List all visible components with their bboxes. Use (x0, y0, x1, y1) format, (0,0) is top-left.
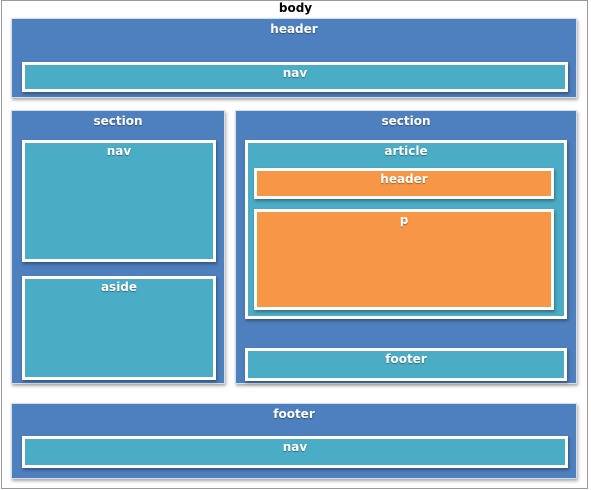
article-header-label: header (380, 172, 428, 186)
section-footer-label: footer (385, 352, 427, 366)
page-footer-label: footer (273, 407, 315, 421)
section-footer-box: footer (245, 348, 567, 381)
page-header-label: header (270, 22, 318, 36)
aside-box: aside (22, 276, 216, 380)
body-label: body (278, 1, 313, 15)
right-section-label: section (381, 114, 431, 128)
left-section-label: section (93, 114, 143, 128)
left-nav-label: nav (106, 144, 132, 158)
left-nav-box: nav (22, 140, 216, 262)
header-nav-box: nav (22, 62, 568, 92)
paragraph-box: p (254, 209, 554, 310)
header-nav-label: nav (282, 66, 308, 80)
article-label: article (384, 144, 428, 158)
paragraph-label: p (399, 213, 409, 227)
article-header-box: header (254, 168, 554, 199)
footer-nav-label: nav (282, 440, 308, 454)
footer-nav-box: nav (22, 436, 568, 468)
aside-label: aside (100, 280, 138, 294)
